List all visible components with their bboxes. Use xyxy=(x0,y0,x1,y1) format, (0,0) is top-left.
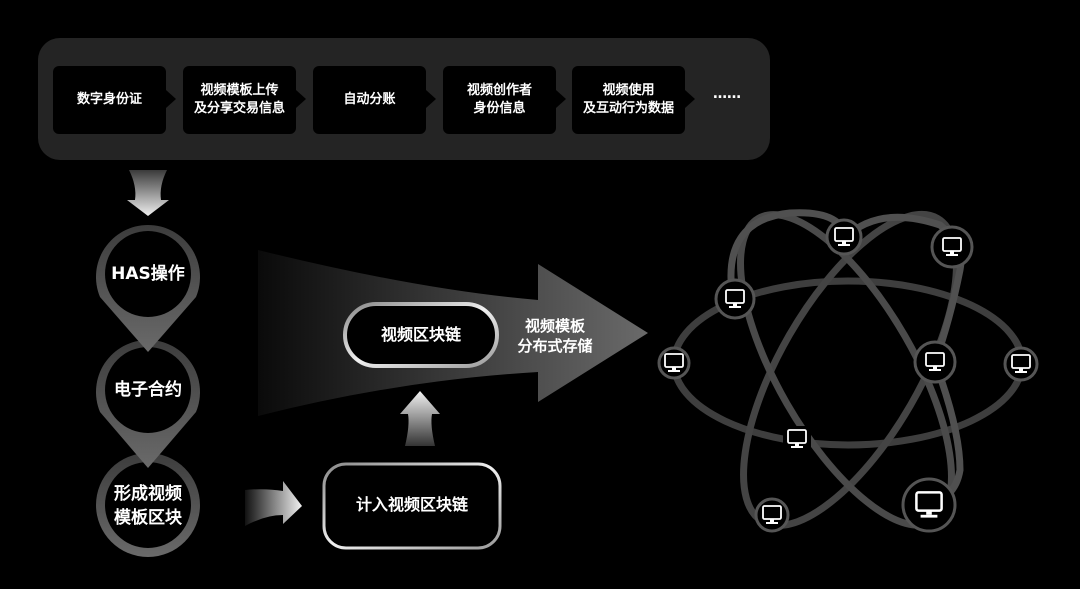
right-arrow-icon xyxy=(245,481,302,526)
network-node xyxy=(714,278,756,320)
network-node xyxy=(754,497,790,533)
record-box xyxy=(322,462,502,550)
monitor-icon xyxy=(1011,354,1031,373)
monitor-icon xyxy=(762,505,782,524)
network-node xyxy=(657,346,691,380)
node-ring xyxy=(901,477,957,533)
chain-pill-label: 视频区块链 xyxy=(380,325,461,344)
step-pointer xyxy=(685,90,695,108)
node-ring xyxy=(930,225,974,269)
stage-pin-has xyxy=(95,225,200,352)
step-creator-id: 视频创作者 身份信息 xyxy=(443,66,566,134)
stage-pin-block xyxy=(96,453,200,557)
step-usage-data: 视频使用 及互动行为数据 xyxy=(572,66,695,134)
stage-label-contract: 电子合约 xyxy=(114,380,182,400)
down-arrow-icon xyxy=(127,170,169,216)
step-pointer xyxy=(166,90,176,108)
step-label: 数字身份证 xyxy=(76,92,142,107)
record-box-label: 计入视频区块链 xyxy=(355,495,468,514)
monitor-icon xyxy=(942,237,962,256)
step-pointer xyxy=(296,90,306,108)
step-label: 视频模板上传 及分享交易信息 xyxy=(193,83,285,116)
network-node xyxy=(783,426,811,452)
stage-label-has: HAS操作 xyxy=(111,264,185,284)
step-digital-id: 数字身份证 xyxy=(53,66,176,134)
node-ring xyxy=(913,340,957,384)
network-node xyxy=(1003,346,1039,382)
step-auto-split: 自动分账 xyxy=(313,66,436,134)
monitor-icon xyxy=(915,491,943,518)
node-ring xyxy=(714,278,756,320)
monitor-icon xyxy=(925,352,945,371)
stage-label-block: 形成视频 模板区块 xyxy=(114,484,182,528)
monitor-icon xyxy=(834,227,854,246)
step-label: 自动分账 xyxy=(343,92,396,107)
network-node xyxy=(930,225,974,269)
network-nodes xyxy=(657,218,1039,533)
more-ellipsis: …… xyxy=(713,86,741,102)
node-ring xyxy=(1003,346,1039,382)
node-ring xyxy=(754,497,790,533)
chain-pill xyxy=(343,302,499,368)
monitor-icon xyxy=(725,289,745,308)
step-pointer xyxy=(556,90,566,108)
node-ring xyxy=(825,218,863,256)
monitor-icon xyxy=(664,353,684,372)
step-label: 视频创作者 身份信息 xyxy=(466,83,532,116)
network-node xyxy=(901,477,957,533)
network-node xyxy=(825,218,863,256)
step-label: 视频使用 及互动行为数据 xyxy=(582,83,674,116)
network-node xyxy=(913,340,957,384)
step-template-upload: 视频模板上传 及分享交易信息 xyxy=(183,66,306,134)
up-arrow-icon xyxy=(400,391,440,446)
storage-label: 视频模板 分布式存储 xyxy=(517,317,593,355)
stage-pin-contract xyxy=(95,340,200,468)
node-ring xyxy=(657,346,691,380)
monitor-icon xyxy=(787,429,807,448)
step-pointer xyxy=(426,90,436,108)
